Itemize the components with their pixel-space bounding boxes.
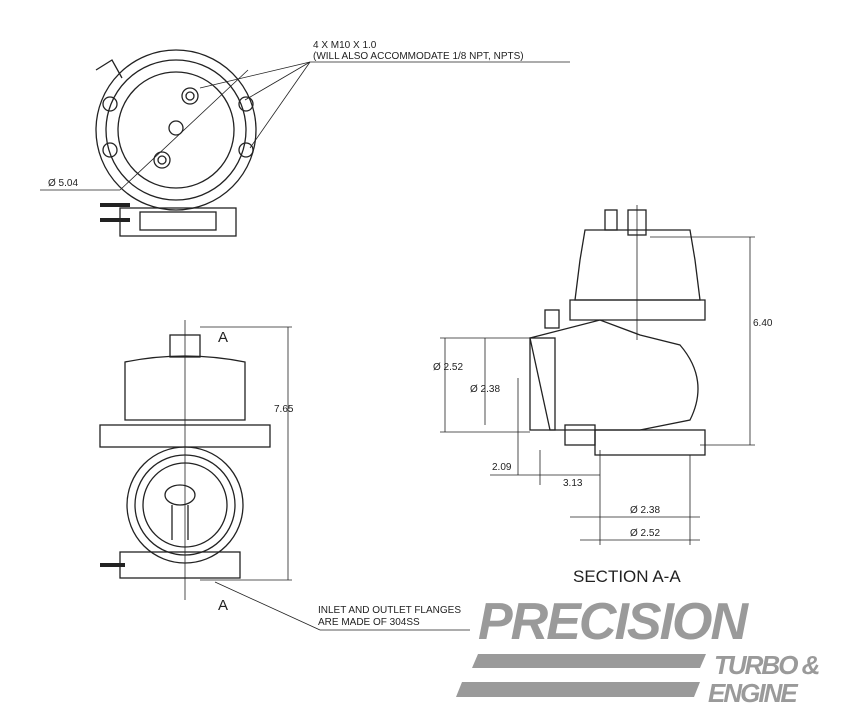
section-view	[440, 205, 755, 545]
section-mark-bottom: A	[218, 597, 229, 614]
dim-top-diameter: Ø 5.04	[48, 178, 79, 189]
dim-section-height: 6.40	[753, 318, 773, 329]
dim-offset-a: 2.09	[492, 462, 512, 473]
dim-front-height: 7.65	[274, 404, 294, 415]
flange-note-line2: ARE MADE OF 304SS	[318, 617, 420, 628]
logo-precision: PRECISION	[478, 593, 748, 651]
section-mark-top: A	[218, 329, 229, 346]
dim-inlet-outer: Ø 2.52	[433, 362, 464, 373]
flange-note-line1: INLET AND OUTLET FLANGES	[318, 605, 462, 616]
dim-inlet-inner: Ø 2.38	[470, 384, 501, 395]
dim-outlet-inner: Ø 2.38	[630, 505, 661, 516]
dim-outlet-outer: Ø 2.52	[630, 528, 661, 539]
section-title: SECTION A-A	[573, 567, 681, 586]
front-view	[99, 320, 470, 631]
dim-offset-b: 3.13	[563, 478, 583, 489]
logo-turbo: TURBO &	[714, 650, 820, 680]
thread-note-line1: 4 X M10 X 1.0	[313, 40, 377, 51]
logo-engine: ENGINE	[708, 678, 798, 708]
thread-note-line2: (WILL ALSO ACCOMMODATE 1/8 NPT, NPTS)	[313, 51, 524, 62]
logo-bars	[456, 654, 706, 697]
top-view	[40, 49, 570, 237]
